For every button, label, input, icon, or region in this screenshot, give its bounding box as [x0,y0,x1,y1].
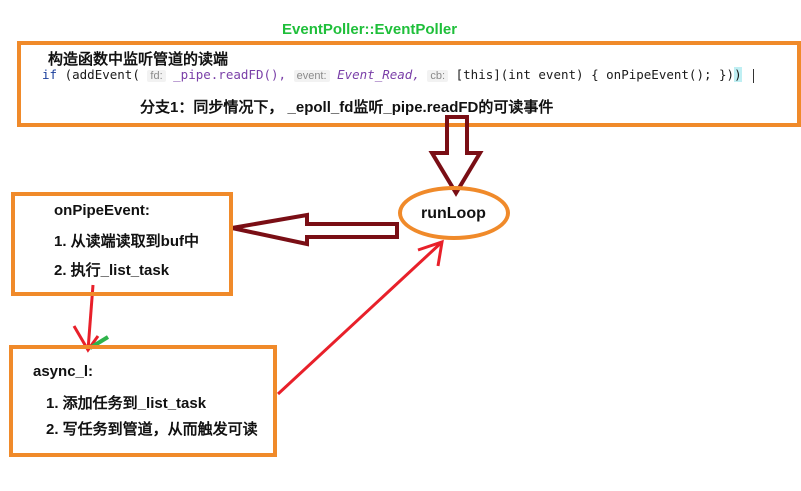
event-param-hint: event: [293,70,330,82]
red-up-arrowhead [417,239,444,267]
if-keyword: if [42,67,58,82]
code-prefix: (addEvent( [64,67,140,82]
red-up-line [276,240,444,396]
fd-argument: _pipe.readFD(), [173,67,287,82]
closing-paren: ) [734,67,742,82]
async-step-1: 1. 添加任务到_list_task [46,395,207,412]
cb-param-hint: cb: [427,70,449,82]
on-pipe-event-step-1: 1. 从读端读取到buf中 [54,233,199,250]
async-box [9,345,277,457]
add-event-code-line: if (addEvent( fd: _pipe.readFD(), event:… [42,67,755,83]
fd-param-hint: fd: [147,70,166,82]
async-step-2: 2. 写任务到管道，从而触发可读 [46,421,258,438]
async-title: async_l: [33,363,94,380]
run-loop-node [398,186,510,240]
on-pipe-event-box [11,192,233,296]
on-pipe-event-step-2: 2. 执行_list_task [54,262,170,279]
left-hollow-arrow [231,212,399,247]
event-argument: Event_Read, [337,67,420,82]
text-cursor [753,68,755,83]
run-loop-label: runLoop [421,205,486,222]
constructor-box [17,41,801,127]
constructor-heading: 构造函数中监听管道的读端 [48,51,229,68]
on-pipe-event-title: onPipeEvent: [54,202,150,219]
branch-description: 分支1：同步情况下， _epoll_fd监听_pipe.readFD的可读事件 [140,99,554,116]
diagram-title: EventPoller::EventPoller [282,21,458,38]
cb-argument: [this](int event) { onPipeEvent(); }) [455,67,735,82]
red-down-arrowhead [72,325,100,353]
down-hollow-arrow [428,115,484,197]
